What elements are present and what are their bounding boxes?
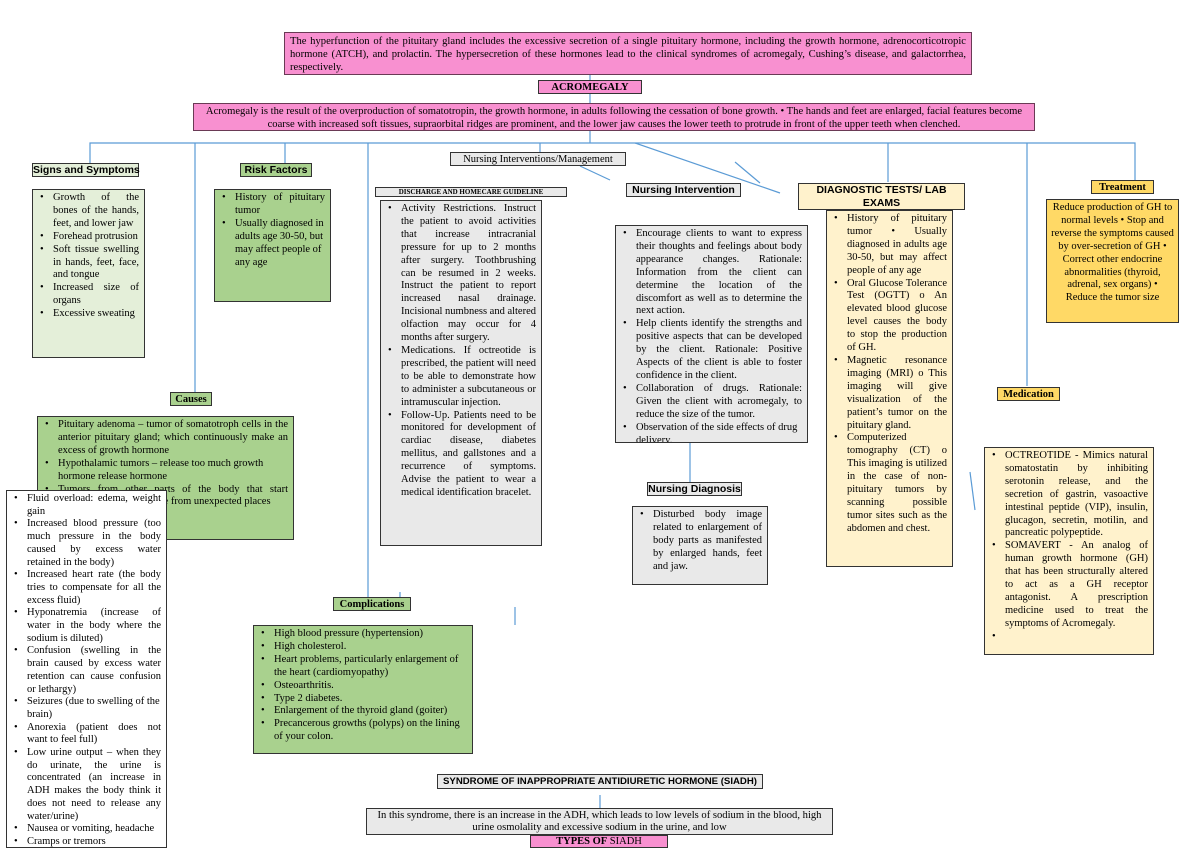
siadh-types-rest: SIADH xyxy=(607,836,642,847)
discharge-box: Activity Restrictions. Instruct the pati… xyxy=(380,200,542,546)
list-item: Anorexia (patient does not want to feel … xyxy=(14,722,161,747)
list-item: Follow-Up. Patients need to be monitored… xyxy=(388,410,536,500)
list-item: Medications. If octreotide is prescribed… xyxy=(388,345,536,410)
list-item: Encourage clients to want to express the… xyxy=(623,228,802,318)
list-item: Cramps or tremors xyxy=(14,836,161,847)
list-item: Usually diagnosed in adults age 30-50, b… xyxy=(222,218,325,270)
complications-box: High blood pressure (hypertension) High … xyxy=(253,625,473,754)
siadh-symptoms-box: Fluid overload: edema, weight gain Incre… xyxy=(6,490,167,848)
list-item: Collaboration of drugs. Rationale: Given… xyxy=(623,383,802,422)
list-item: Hypothalamic tumors – release too much g… xyxy=(45,458,288,484)
nursing-management-title: Nursing Interventions/Management xyxy=(450,152,626,166)
acromegaly-definition: Acromegaly is the result of the overprod… xyxy=(205,106,1023,130)
causes-title: Causes xyxy=(170,392,212,406)
list-item: Increased size of organs xyxy=(40,282,139,308)
list-item: Help clients identify the strengths and … xyxy=(623,318,802,383)
list-item: Fluid overload: edema, weight gain xyxy=(14,493,161,518)
risk-list: History of pituitary tumor Usually diagn… xyxy=(220,192,325,269)
intro-box: The hyperfunction of the pituitary gland… xyxy=(284,32,972,75)
list-item: Nausea or vomiting, headache xyxy=(14,823,161,836)
signs-list: Growth of the bones of the hands, feet, … xyxy=(38,192,139,321)
complications-list: High blood pressure (hypertension) High … xyxy=(259,628,467,744)
complications-title: Complications xyxy=(333,597,411,611)
treatment-box: Reduce production of GH to normal levels… xyxy=(1046,199,1179,323)
treatment-text: Reduce production of GH to normal levels… xyxy=(1051,202,1174,304)
list-item: Heart problems, particularly enlargement… xyxy=(261,654,467,680)
list-item: Low urine output – when they do urinate,… xyxy=(14,747,161,823)
medication-box: OCTREOTIDE - Mimics natural somatostatin… xyxy=(984,447,1154,655)
list-item: Confusion (swelling in the brain caused … xyxy=(14,645,161,696)
intro-text: The hyperfunction of the pituitary gland… xyxy=(290,36,966,74)
diagnostic-title: DIAGNOSTIC TESTS/ LAB EXAMS xyxy=(798,183,965,210)
list-item: Seizures (due to swelling of the brain) xyxy=(14,696,161,721)
list-item: Oral Glucose Tolerance Test (OGTT) o An … xyxy=(834,278,947,355)
siadh-description: In this syndrome, there is an increase i… xyxy=(377,810,822,834)
nursing-intervention-box: Encourage clients to want to express the… xyxy=(615,225,808,443)
signs-title: Signs and Symptoms xyxy=(32,163,140,177)
discharge-list: Activity Restrictions. Instruct the pati… xyxy=(386,203,536,500)
list-item: Computerized tomography (CT) o This imag… xyxy=(834,432,947,535)
acromegaly-title: ACROMEGALY xyxy=(538,80,642,94)
list-item: High blood pressure (hypertension) xyxy=(261,628,467,641)
list-item: Magnetic resonance imaging (MRI) o This … xyxy=(834,355,947,432)
signs-box: Growth of the bones of the hands, feet, … xyxy=(32,189,145,358)
list-item: History of pituitary tumor xyxy=(222,192,325,218)
risk-box: History of pituitary tumor Usually diagn… xyxy=(214,189,331,302)
nursing-intervention-title: Nursing Intervention xyxy=(626,183,741,197)
acromegaly-definition-box: Acromegaly is the result of the overprod… xyxy=(193,103,1035,131)
nursing-intervention-list: Encourage clients to want to express the… xyxy=(621,228,802,442)
list-item: Hyponatremia (increase of water in the b… xyxy=(14,607,161,645)
treatment-title: Treatment xyxy=(1091,180,1154,194)
list-item: Observation of the side effects of drug … xyxy=(623,422,802,442)
siadh-symptoms-list: Fluid overload: edema, weight gain Incre… xyxy=(12,493,161,847)
list-item: Growth of the bones of the hands, feet, … xyxy=(40,192,139,231)
list-item: Type 2 diabetes. xyxy=(261,693,467,706)
list-item: Increased heart rate (the body tries to … xyxy=(14,569,161,607)
nursing-diagnosis-box: Disturbed body image related to enlargem… xyxy=(632,506,768,585)
list-item: Disturbed body image related to enlargem… xyxy=(640,509,762,574)
siadh-title: SYNDROME OF INAPPROPRIATE ANTIDIURETIC H… xyxy=(437,774,763,789)
siadh-types-bold: TYPES OF xyxy=(556,836,608,847)
list-item: SOMAVERT - An analog of human growth hor… xyxy=(992,540,1148,630)
diagnostic-list: History of pituitary tumor • Usually dia… xyxy=(832,213,947,536)
nursing-diagnosis-title: Nursing Diagnosis xyxy=(647,482,742,496)
list-item: OCTREOTIDE - Mimics natural somatostatin… xyxy=(992,450,1148,540)
list-item: Precancerous growths (polyps) on the lin… xyxy=(261,718,467,744)
nursing-diagnosis-list: Disturbed body image related to enlargem… xyxy=(638,509,762,574)
list-item: Forehead protrusion xyxy=(40,231,139,244)
diagnostic-box: History of pituitary tumor • Usually dia… xyxy=(826,210,953,567)
list-item: Enlargement of the thyroid gland (goiter… xyxy=(261,705,467,718)
list-item: History of pituitary tumor • Usually dia… xyxy=(834,213,947,278)
risk-title: Risk Factors xyxy=(240,163,312,177)
list-item: Soft tissue swelling in hands, feet, fac… xyxy=(40,244,139,283)
discharge-title: DISCHARGE AND HOMECARE GUIDELINE xyxy=(375,187,567,197)
list-item: Activity Restrictions. Instruct the pati… xyxy=(388,203,536,345)
medication-list: OCTREOTIDE - Mimics natural somatostatin… xyxy=(990,450,1148,644)
list-item: Excessive sweating xyxy=(40,308,139,321)
list-item: High cholesterol. xyxy=(261,641,467,654)
list-item: Increased blood pressure (too much press… xyxy=(14,518,161,569)
siadh-description-box: In this syndrome, there is an increase i… xyxy=(366,808,833,835)
list-item: Pituitary adenoma – tumor of somatotroph… xyxy=(45,419,288,458)
medication-title: Medication xyxy=(997,387,1060,401)
list-item: Osteoarthritis. xyxy=(261,680,467,693)
siadh-types-title: TYPES OF SIADH xyxy=(530,835,668,848)
